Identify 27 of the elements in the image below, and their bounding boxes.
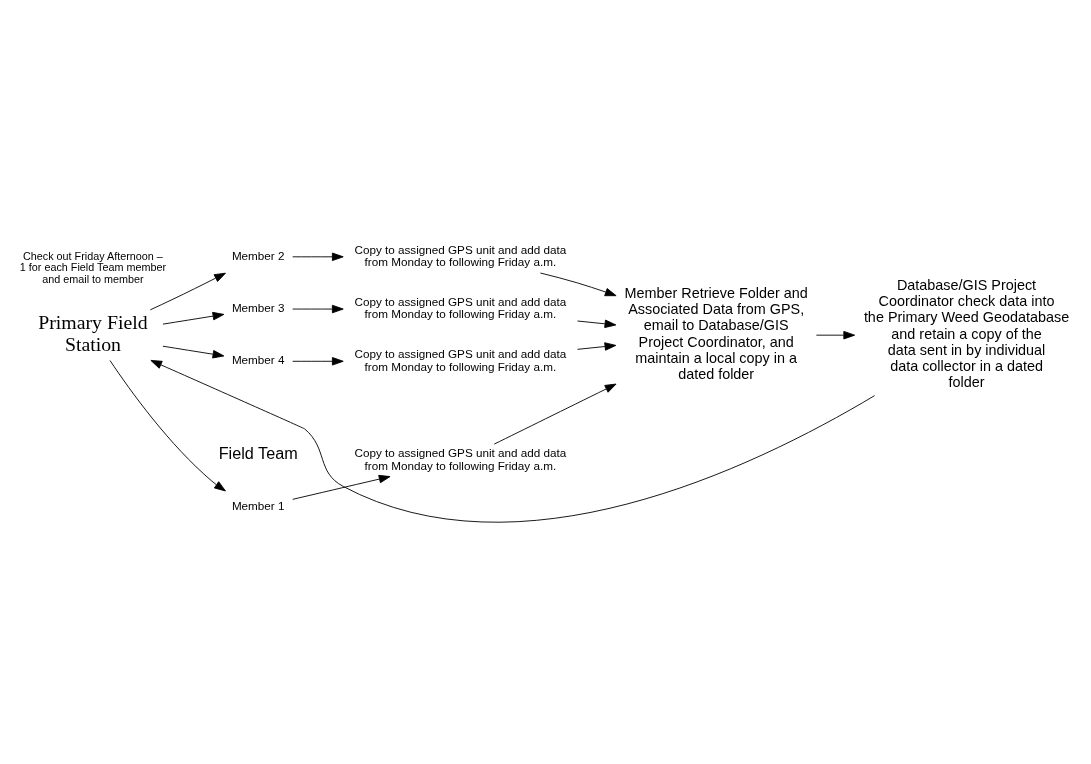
node-text: Copy to assigned GPS unit and add data from Monday to following Friday a.m. [354, 294, 567, 321]
label: Check out Friday Afternoon – 1 for each Field Team member and email to member [19, 249, 167, 286]
arrow [292, 252, 344, 262]
arrow [815, 330, 856, 340]
arrow [162, 345, 225, 359]
node-text: Copy to assigned GPS unit and add data from Monday to following Friday a.m. [354, 242, 567, 269]
node-text: Database/GIS Project Coordinator check data into the Primary Weed Geodatabase and retain a copy of the data sent in by individual data collector in a dated folder [863, 276, 1070, 391]
arrow [493, 383, 617, 445]
node-text: Member Retrieve Folder and Associated Data from GPS, email to Database/GIS Project Coordinator, and maintain a local copy in a dated folder [624, 285, 808, 383]
arrow [577, 319, 617, 329]
node-text: Copy to assigned GPS unit and add data from Monday to following Friday a.m. [354, 446, 567, 472]
node-text: Member 4 [231, 353, 285, 367]
arrow [149, 272, 226, 311]
arrow [292, 474, 391, 500]
arrow [292, 357, 344, 366]
arrow [150, 359, 876, 523]
node-text: Primary Field Station [38, 311, 148, 356]
label: Field Team [218, 443, 298, 462]
arrow [292, 304, 344, 314]
arrow [577, 342, 617, 351]
node-text: Copy to assigned GPS unit and add data from Monday to following Friday a.m. [354, 347, 567, 373]
arrow [162, 311, 225, 325]
arrow [539, 272, 617, 297]
node-text: Member 1 [231, 499, 285, 513]
arrow [109, 360, 226, 492]
node-text: Member 2 [231, 248, 285, 262]
node-text: Member 3 [231, 301, 285, 315]
